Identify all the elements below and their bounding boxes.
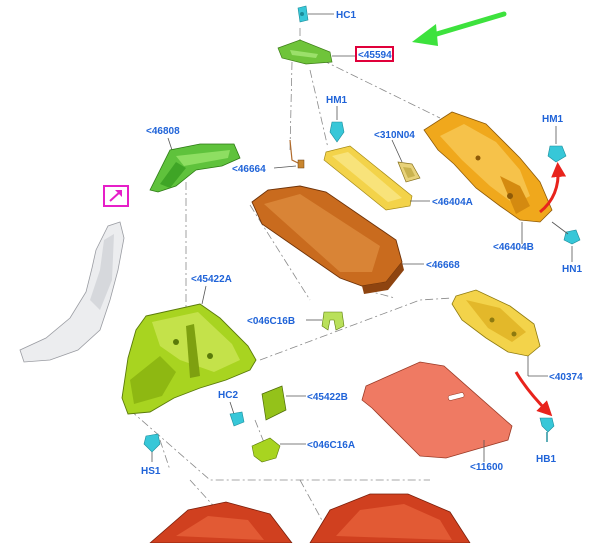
part-46664-clip[interactable] [297,159,305,169]
label-45422a[interactable]: <45422A [191,274,232,285]
part-46668-load-floor-panel[interactable] [251,185,404,294]
label-46404b[interactable]: <46404B [493,242,534,253]
part-11600-floor-mat[interactable] [361,361,513,459]
clip-046c16b[interactable] [321,311,345,331]
part-white-pillar-trim[interactable] [19,221,125,363]
label-hm1-right[interactable]: HM1 [542,114,564,125]
label-046c16b[interactable]: <046C16B [247,316,295,327]
label-46404a[interactable]: <46404A [432,197,473,208]
label-46668[interactable]: <46668 [426,260,460,271]
fastener-hs1[interactable] [143,433,161,453]
part-floor-left[interactable] [149,501,293,543]
fastener-hn1[interactable] [563,229,581,245]
fastener-hm1-top[interactable] [329,121,345,143]
label-45422b[interactable]: <45422B [307,392,348,403]
diagonal-arrow-icon[interactable] [103,185,129,207]
part-46404b-quarter-trim[interactable] [423,111,553,223]
part-floor-right[interactable] [309,493,471,543]
part-40374-bracket[interactable] [451,289,541,357]
part-310n04-bracket[interactable] [397,161,421,183]
label-hc2[interactable]: HC2 [218,390,238,401]
part-46664-strap[interactable] [289,139,301,165]
fastener-hm1-right[interactable] [547,145,567,163]
part-46808-pillar-trim[interactable] [149,143,241,193]
label-40374[interactable]: <40374 [549,372,583,383]
label-45594[interactable]: <45594 [358,50,392,61]
label-310n04[interactable]: <310N04 [374,130,415,141]
label-46808[interactable]: <46808 [146,126,180,137]
part-46404a-trim-strip[interactable] [323,145,413,211]
clip-hc2[interactable] [229,411,245,427]
green-arrow-icon [412,11,507,46]
part-45422a-quarter-panel[interactable] [121,303,257,415]
motion-arrow-upper [539,162,567,214]
clip-hc1[interactable] [297,5,309,23]
label-11600[interactable]: <11600 [470,462,504,473]
clip-046c16a[interactable] [251,437,281,463]
label-hb1[interactable]: HB1 [536,454,556,465]
fastener-hb1[interactable] [539,417,555,442]
label-hc1[interactable]: HC1 [336,10,356,21]
part-45422b-cover[interactable] [261,385,287,421]
assembly-lines [129,28,453,536]
part-45594-bracket[interactable] [277,39,333,65]
label-hs1[interactable]: HS1 [141,466,161,477]
label-046c16a[interactable]: <046C16A [307,440,355,451]
motion-arrow-lower [514,371,553,417]
label-hm1-top[interactable]: HM1 [326,95,348,106]
label-46664[interactable]: <46664 [232,164,266,175]
label-hn1[interactable]: HN1 [562,264,582,275]
highlight-box [355,46,394,62]
